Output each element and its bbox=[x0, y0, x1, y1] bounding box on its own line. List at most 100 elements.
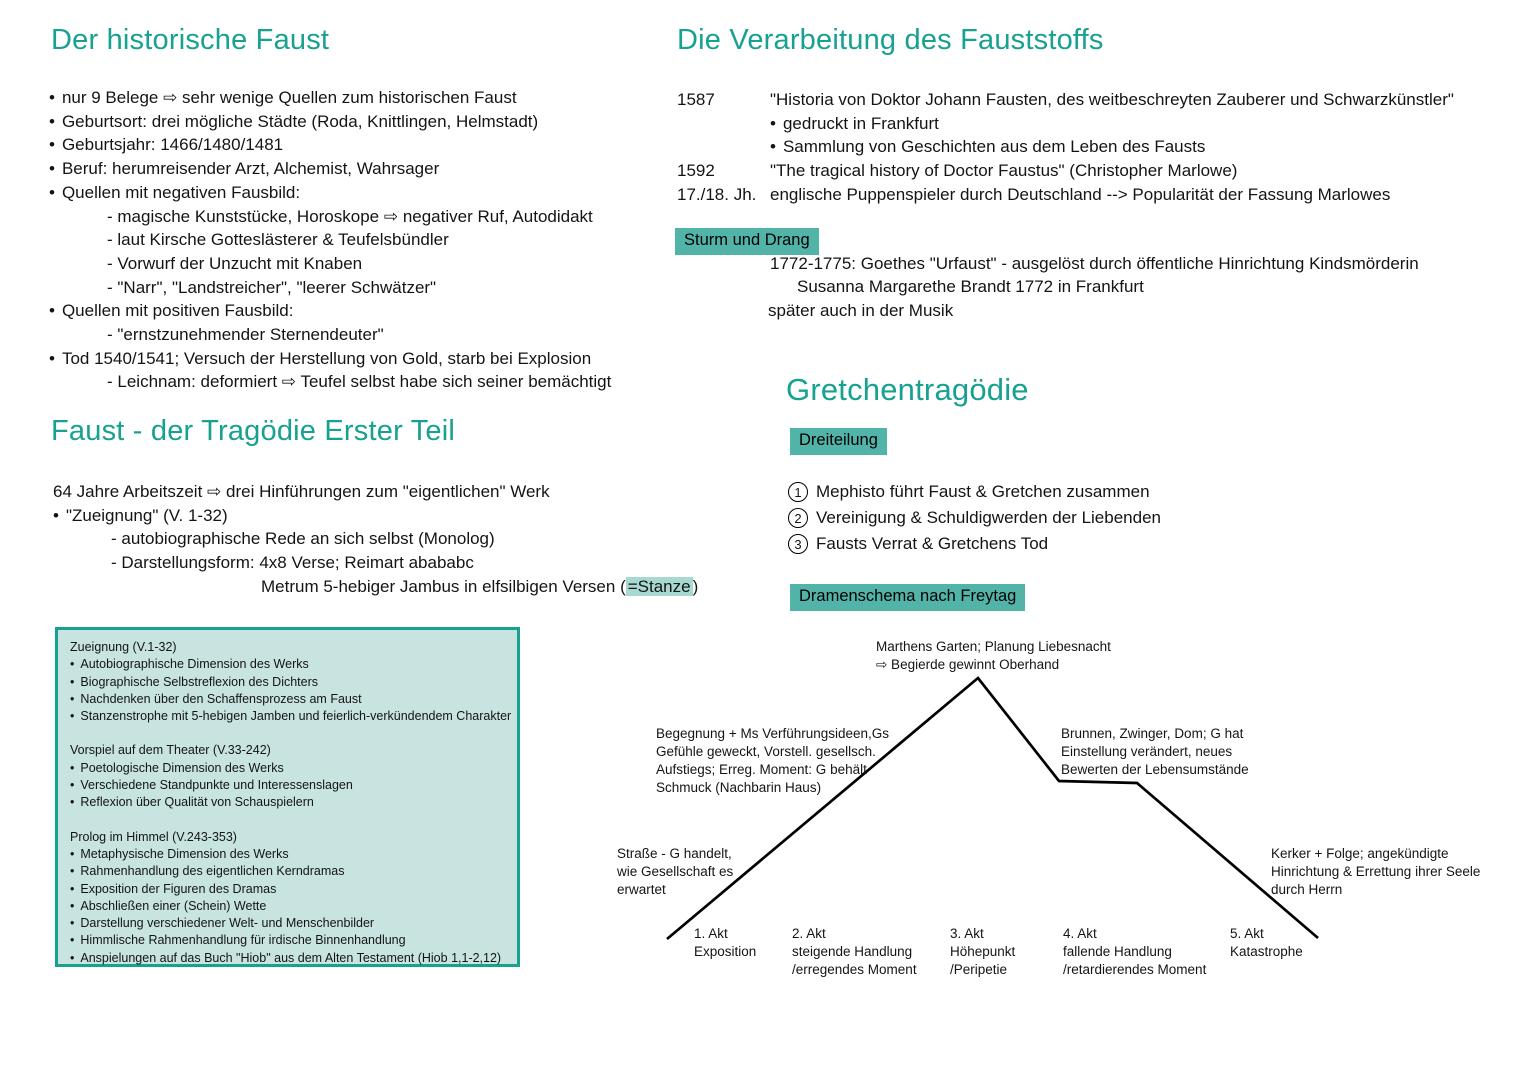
act-number: 3. Akt bbox=[950, 926, 984, 941]
gretchen-steps: 1 Mephisto führt Faust & Gretchen zusamm… bbox=[788, 482, 1161, 560]
timeline-year: 17./18. Jh. bbox=[677, 184, 757, 204]
list-item: nur 9 Belege ⇨ sehr wenige Quellen zum h… bbox=[49, 86, 611, 110]
box-section-title: Vorspiel auf dem Theater (V.33-242) bbox=[70, 743, 271, 758]
list-item: "Zueignung" (V. 1-32) bbox=[53, 504, 698, 528]
list-subitem: - magische Kunststücke, Horoskope ⇨ nega… bbox=[107, 206, 593, 226]
list-item: Geburtsjahr: 1466/1480/1481 bbox=[49, 133, 611, 157]
box-bullet: Autobiographische Dimension des Werks bbox=[70, 656, 505, 673]
list-item: 64 Jahre Arbeitszeit ⇨ drei Hinführungen… bbox=[53, 482, 550, 501]
stanze-highlight: =Stanze bbox=[625, 576, 693, 596]
timeline-year bbox=[677, 135, 770, 159]
badge-dramenschema: Dramenschema nach Freytag bbox=[790, 584, 1026, 611]
box-bullet: Himmlische Rahmenhandlung für irdische B… bbox=[70, 932, 505, 949]
act-desc: Höhepunkt /Peripetie bbox=[950, 944, 1016, 977]
timeline-year: 1592 bbox=[677, 161, 715, 181]
freytag-annotation-rising: Begegnung + Ms Verführungsideen,Gs Gefüh… bbox=[656, 726, 890, 795]
box-bullet: Metaphysische Dimension des Werks bbox=[70, 846, 505, 863]
timeline-text: Sammlung von Geschichten aus dem Leben d… bbox=[770, 135, 1205, 159]
act-label-4: 4. Akt fallende Handlung /retardierendes… bbox=[1063, 925, 1206, 979]
list-subitem: - "Narr", "Landstreicher", "leerer Schwä… bbox=[107, 277, 437, 297]
sturm-line: Susanna Margarethe Brandt 1772 in Frankf… bbox=[797, 277, 1144, 296]
timeline-text: englische Puppenspieler durch Deutschlan… bbox=[770, 184, 1391, 204]
circled-number-icon: 2 bbox=[788, 508, 808, 528]
sturm-line: 1772-1775: Goethes "Urfaust" - ausgelöst… bbox=[770, 254, 1419, 273]
freytag-annotation-exposition: Straße - G handelt, wie Gesellschaft es … bbox=[617, 846, 734, 897]
box-bullet: Exposition der Figuren des Dramas bbox=[70, 881, 505, 898]
list-item: Geburtsort: drei mögliche Städte (Roda, … bbox=[49, 110, 611, 134]
heading-faust-erster-teil: Faust - der Tragödie Erster Teil bbox=[51, 415, 455, 447]
timeline-year bbox=[677, 112, 770, 136]
historical-faust-list: nur 9 Belege ⇨ sehr wenige Quellen zum h… bbox=[49, 86, 611, 394]
freytag-annotation-catastrophe: Kerker + Folge; angekündigte Hinrichtung… bbox=[1271, 846, 1481, 897]
act-number: 2. Akt bbox=[792, 926, 826, 941]
box-bullet: Reflexion über Qualität von Schauspieler… bbox=[70, 794, 505, 811]
badge-dreiteilung: Dreiteilung bbox=[790, 428, 887, 455]
box-bullet: Anspielungen auf das Buch "Hiob" aus dem… bbox=[70, 950, 505, 967]
step-text: Vereinigung & Schuldigwerden der Liebend… bbox=[816, 508, 1161, 527]
box-bullet: Rahmenhandlung des eigentlichen Kerndram… bbox=[70, 863, 505, 880]
box-section-title: Zueignung (V.1-32) bbox=[70, 640, 177, 654]
timeline-row: 17./18. Jh. englische Puppenspieler durc… bbox=[677, 183, 1454, 207]
act-desc: Katastrophe bbox=[1230, 944, 1303, 959]
act-number: 5. Akt bbox=[1230, 926, 1264, 941]
circled-number-icon: 3 bbox=[788, 534, 808, 554]
freytag-curve bbox=[666, 676, 1319, 941]
metrum-line: Metrum 5-hebiger Jambus in elfsilbigen V… bbox=[53, 575, 698, 599]
act-label-5: 5. Akt Katastrophe bbox=[1230, 925, 1303, 961]
act-label-2: 2. Akt steigende Handlung /erregendes Mo… bbox=[792, 925, 917, 979]
freytag-annotation-falling: Brunnen, Zwinger, Dom; G hat Einstellung… bbox=[1061, 726, 1249, 777]
list-subitem: - "ernstzunehmender Sternendeuter" bbox=[107, 325, 384, 345]
fauststoff-timeline: 1587 "Historia von Doktor Johann Fausten… bbox=[677, 88, 1454, 207]
list-subitem: - Vorwurf der Unzucht mit Knaben bbox=[107, 253, 363, 273]
list-subitem: - Darstellungsform: 4x8 Verse; Reimart a… bbox=[111, 553, 474, 573]
box-bullet: Biographische Selbstreflexion des Dichte… bbox=[70, 674, 505, 691]
list-item: Tod 1540/1541; Versuch der Herstellung v… bbox=[49, 347, 611, 371]
erster-teil-list: 64 Jahre Arbeitszeit ⇨ drei Hinführungen… bbox=[53, 480, 698, 599]
list-item: Quellen mit positiven Fausbild: bbox=[49, 299, 611, 323]
list-subitem: - laut Kirsche Gotteslästerer & Teufelsb… bbox=[107, 230, 449, 250]
act-label-3: 3. Akt Höhepunkt /Peripetie bbox=[950, 925, 1015, 979]
step-text: Mephisto führt Faust & Gretchen zusammen bbox=[816, 482, 1150, 501]
timeline-text: "Historia von Doktor Johann Fausten, des… bbox=[770, 90, 1454, 109]
box-bullet: Verschiedene Standpunkte und Interessens… bbox=[70, 777, 505, 794]
act-label-1: 1. Akt Exposition bbox=[694, 925, 756, 961]
box-bullet: Stanzenstrophe mit 5-hebigen Jamben und … bbox=[70, 708, 511, 725]
timeline-row: 1587 "Historia von Doktor Johann Fausten… bbox=[677, 88, 1454, 112]
step-item: 2 Vereinigung & Schuldigwerden der Liebe… bbox=[788, 508, 1161, 528]
metrum-close: ) bbox=[692, 576, 699, 596]
list-subitem: - autobiographische Rede an sich selbst … bbox=[111, 529, 495, 549]
structure-notes-box: Zueignung (V.1-32) Autobiographische Dim… bbox=[55, 627, 520, 967]
sturm-line: später auch in der Musik bbox=[768, 301, 954, 320]
box-bullet: Darstellung verschiedener Welt- und Mens… bbox=[70, 915, 505, 932]
box-bullet: Poetologische Dimension des Werks bbox=[70, 760, 505, 777]
timeline-year: 1587 bbox=[677, 90, 715, 109]
list-item: Beruf: herumreisender Arzt, Alchemist, W… bbox=[49, 157, 611, 181]
step-item: 1 Mephisto führt Faust & Gretchen zusamm… bbox=[788, 482, 1161, 502]
timeline-text: gedruckt in Frankfurt bbox=[770, 112, 939, 136]
timeline-row: Sammlung von Geschichten aus dem Leben d… bbox=[677, 135, 1454, 159]
list-item: Quellen mit negativen Fausbild: bbox=[49, 181, 611, 205]
timeline-row: 1592 "The tragical history of Doctor Fau… bbox=[677, 159, 1454, 183]
step-text: Fausts Verrat & Gretchens Tod bbox=[816, 534, 1049, 553]
circled-number-icon: 1 bbox=[788, 482, 808, 502]
heading-verarbeitung-fauststoffs: Die Verarbeitung des Fauststoffs bbox=[677, 24, 1104, 56]
badge-sturm-und-drang: Sturm und Drang bbox=[675, 228, 819, 255]
freytag-annotation-climax: Marthens Garten; Planung Liebesnacht ⇨ B… bbox=[876, 639, 1111, 672]
box-bullet: Nachdenken über den Schaffensprozess am … bbox=[70, 691, 505, 708]
timeline-row: gedruckt in Frankfurt bbox=[677, 112, 1454, 136]
act-number: 1. Akt bbox=[694, 926, 728, 941]
act-desc: steigende Handlung /erregendes Moment bbox=[792, 944, 917, 977]
box-section-vorspiel: Vorspiel auf dem Theater (V.33-242) Poet… bbox=[70, 742, 505, 811]
metrum-text: Metrum 5-hebiger Jambus in elfsilbigen V… bbox=[261, 576, 626, 596]
list-subitem: - Leichnam: deformiert ⇨ Teufel selbst h… bbox=[107, 372, 612, 392]
box-section-title: Prolog im Himmel (V.243-353) bbox=[70, 829, 237, 844]
act-number: 4. Akt bbox=[1063, 926, 1097, 941]
box-section-prolog: Prolog im Himmel (V.243-353) Metaphysisc… bbox=[70, 829, 505, 967]
box-section-zueignung: Zueignung (V.1-32) Autobiographische Dim… bbox=[70, 639, 511, 725]
step-item: 3 Fausts Verrat & Gretchens Tod bbox=[788, 534, 1161, 554]
act-desc: Exposition bbox=[694, 944, 757, 959]
box-bullet: Abschließen einer (Schein) Wette bbox=[70, 898, 505, 915]
heading-der-historische-faust: Der historische Faust bbox=[51, 24, 330, 56]
act-desc: fallende Handlung /retardierendes Moment bbox=[1063, 944, 1207, 977]
